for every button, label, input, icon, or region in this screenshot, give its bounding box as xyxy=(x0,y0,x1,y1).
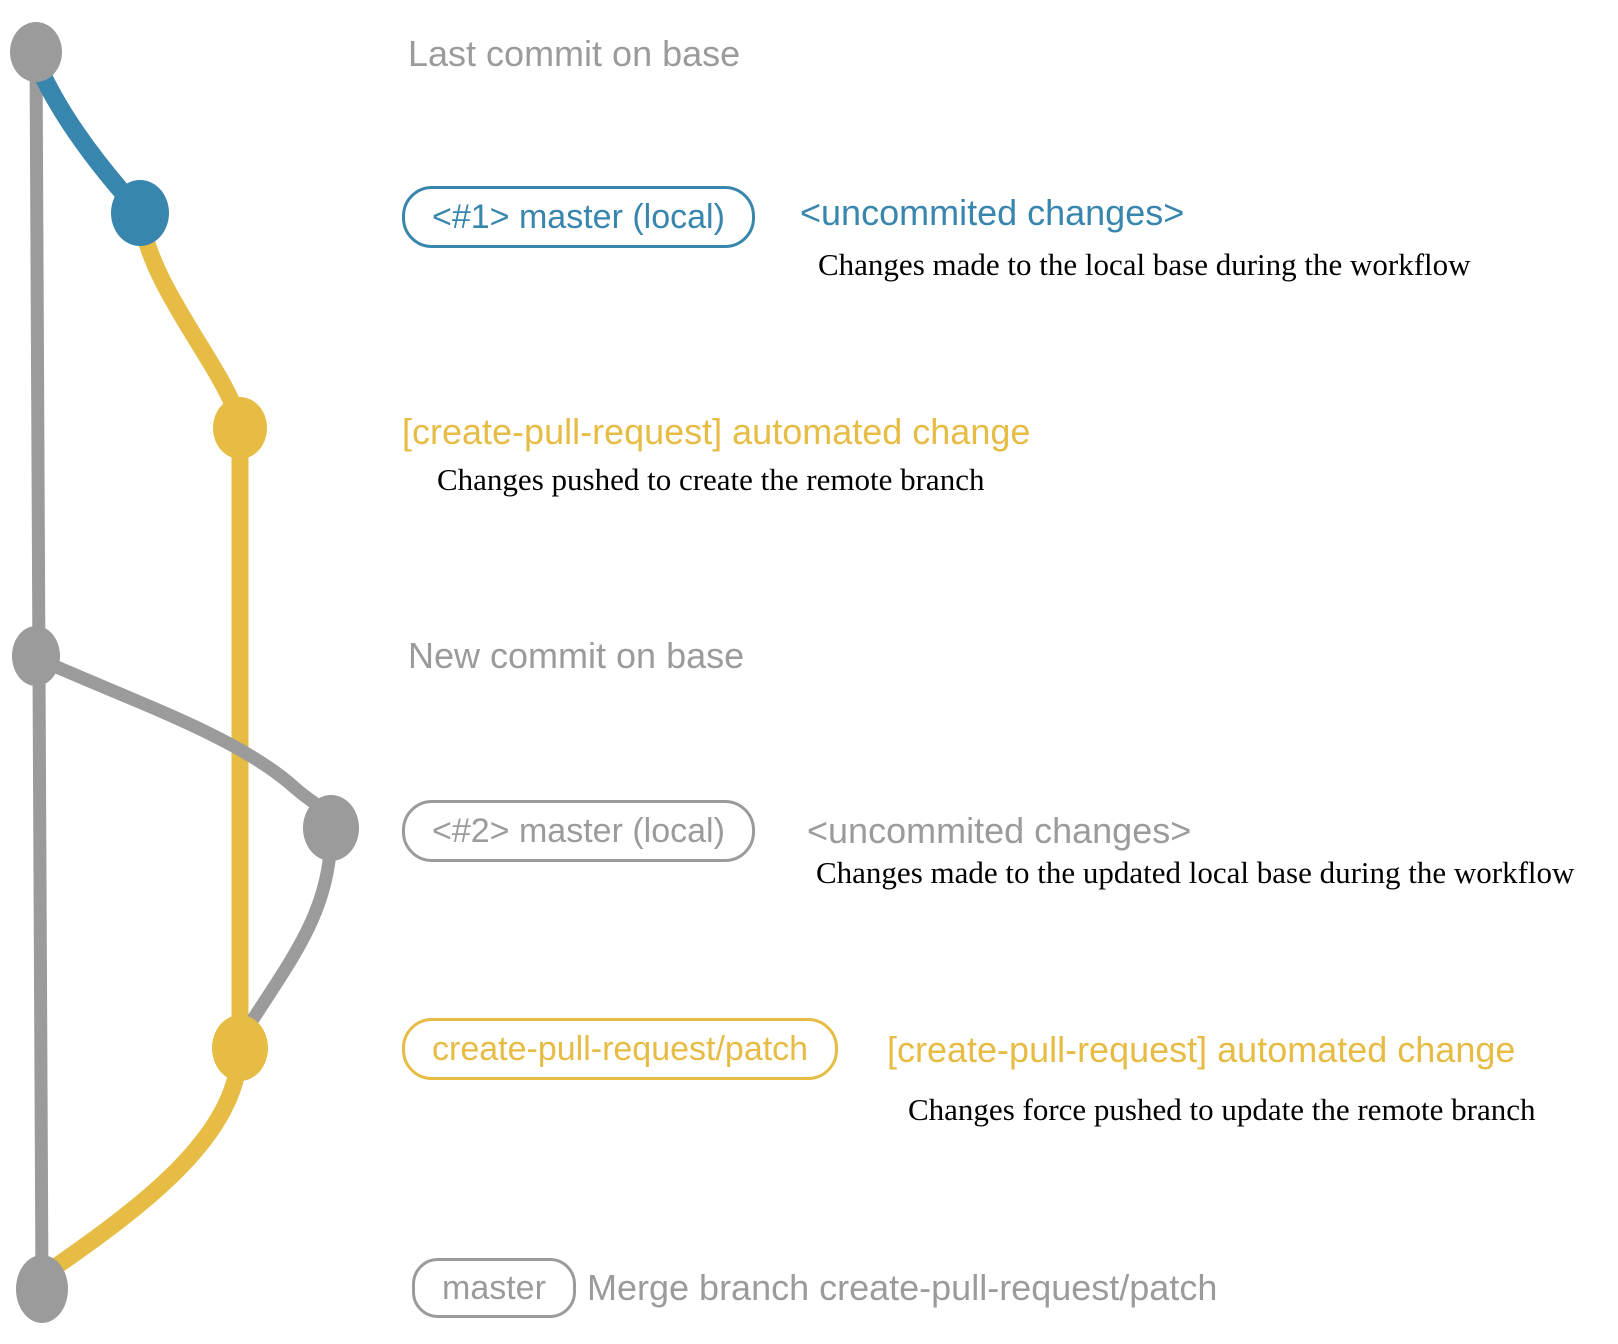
commit-description: Changes pushed to create the remote bran… xyxy=(437,462,985,497)
commit-annotation: New commit on base xyxy=(408,635,745,676)
commit-annotation: [create-pull-request] automated change xyxy=(402,411,1031,452)
commit-node-last-base xyxy=(10,22,62,82)
merge-to-base-curve xyxy=(39,1043,249,1281)
commit-node-local-2 xyxy=(303,795,359,861)
branch-tag: <#2> master (local) xyxy=(402,800,755,862)
rebase-curve-to-updated-local xyxy=(29,651,338,835)
commit-node-merge xyxy=(16,1255,68,1323)
commit-description: Changes force pushed to update the remot… xyxy=(908,1092,1536,1127)
base-branch-line xyxy=(29,45,49,1296)
commit-annotation: <uncommited changes> xyxy=(800,192,1185,233)
commit-annotation: <uncommited changes> xyxy=(807,810,1192,851)
branch-tag: master xyxy=(412,1258,576,1318)
commit-node-remote-branch xyxy=(213,397,267,459)
commit-annotation: Last commit on base xyxy=(408,33,741,74)
commit-annotation: Merge branch create-pull-request/patch xyxy=(587,1267,1218,1308)
branch-tag: <#1> master (local) xyxy=(402,186,755,248)
commit-node-new-base xyxy=(12,626,60,686)
updated-local-merge-curve xyxy=(243,825,338,1031)
commit-annotation: [create-pull-request] automated change xyxy=(887,1029,1516,1070)
commit-description: Changes made to the local base during th… xyxy=(818,247,1471,282)
pull-request-branch-line xyxy=(131,207,249,1057)
commit-node-local-1 xyxy=(111,180,169,246)
commit-description: Changes made to the updated local base d… xyxy=(816,855,1575,890)
branch-tag: create-pull-request/patch xyxy=(402,1018,839,1080)
commit-node-remote-branch-update xyxy=(212,1015,268,1081)
